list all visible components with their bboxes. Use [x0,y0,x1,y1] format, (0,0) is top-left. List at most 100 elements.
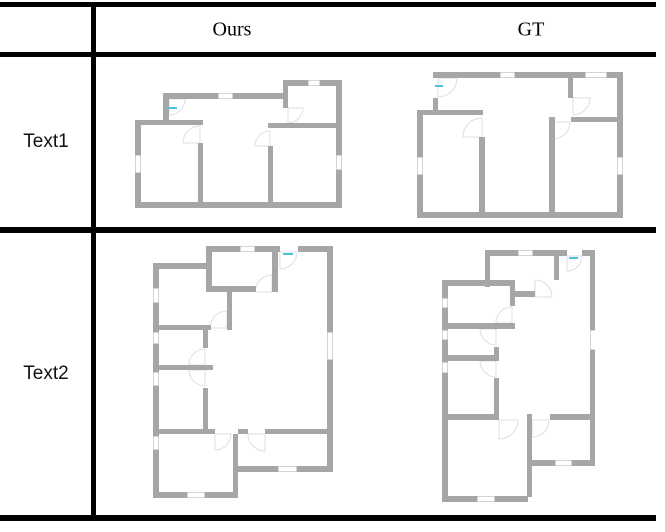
wall-segment [417,175,423,218]
door-swing-arc [214,433,232,451]
window-opening [589,330,595,351]
door-swing-arc [498,419,519,440]
wall-segment [203,388,208,429]
window-opening [442,330,448,341]
wall-segment [442,280,448,298]
window-opening [187,491,206,498]
wall-segment [442,373,448,497]
floorplan-text2-gt [442,250,595,502]
wall-segment [336,80,342,155]
floorplan-text1-ours [135,80,342,208]
door-swing-arc [566,255,583,272]
wall-segment [327,246,333,332]
window-opening [555,459,573,466]
wall-segment [528,460,555,466]
window-opening [442,298,448,309]
wall-segment [320,80,342,86]
window-opening [335,155,342,171]
wall-segment [442,308,448,330]
window-opening [326,332,333,361]
row-separator-rule [0,227,656,233]
wall-segment [135,202,342,208]
wall-segment [617,72,623,157]
door-swing-arc [552,121,571,140]
wall-segment [442,323,515,329]
wall-segment [135,120,203,125]
door-swing-arc [534,279,553,298]
wall-segment [485,250,518,256]
wall-segment [238,466,278,472]
row-label-text1: Text1 [23,131,69,152]
wall-segment [153,344,159,372]
door-swing-arc [188,369,206,387]
wall-segment [417,212,623,218]
wall-segment [153,386,159,436]
wall-segment [298,246,333,252]
door-swing-arc [479,360,497,378]
door-swing-arc [437,77,458,98]
wall-segment [163,93,218,99]
wall-segment [198,143,203,208]
wall-segment [227,292,232,330]
wall-segment [549,117,555,218]
wall-segment [433,98,438,115]
wall-segment [212,286,256,292]
wall-segment [272,286,278,292]
wall-segment [417,110,423,157]
wall-segment [495,496,528,502]
door-swing-arc [182,125,201,144]
row-label-text2: Text2 [23,363,69,384]
wall-segment [494,347,499,355]
wall-segment [233,434,238,498]
wall-segment [590,250,595,330]
wall-segment [336,170,342,208]
window-opening [584,72,607,78]
wall-segment [153,263,159,288]
wall-segment [283,80,288,108]
column-header-ours: Ours [212,18,252,41]
entry-door-mark-icon [435,85,443,87]
door-swing-arc [287,107,304,124]
wall-segment [135,120,141,155]
wall-segment [233,93,287,99]
wall-segment [153,450,159,498]
wall-segment [572,460,595,466]
wall-segment [442,496,477,502]
window-opening [153,332,159,345]
wall-segment [442,355,499,361]
door-swing-arc [279,251,298,270]
header-underline-rule [0,52,656,57]
window-opening [500,72,516,78]
window-opening [153,288,159,304]
door-swing-arc [209,310,228,329]
window-opening [518,250,534,256]
wall-segment [135,173,141,208]
window-opening [442,362,448,374]
column-header-gt: GT [517,18,545,41]
door-swing-arc [495,306,513,324]
label-column-rule [91,2,96,521]
wall-segment [153,325,211,330]
wall-segment [433,72,500,78]
wall-segment [153,303,159,332]
window-opening [307,80,320,86]
wall-segment [442,340,448,362]
wall-segment [255,246,280,252]
table-top-rule [0,2,656,7]
wall-segment [153,365,213,370]
wall-segment [582,250,595,256]
wall-segment [283,80,308,86]
door-swing-arc [188,348,206,366]
wall-segment [205,492,238,498]
wall-segment [479,137,485,218]
window-opening [153,435,159,450]
wall-segment [515,72,585,78]
window-opening [278,465,298,472]
wall-segment [568,72,573,98]
wall-segment [238,429,248,434]
wall-segment [442,280,515,286]
entry-door-mark-icon [569,257,578,259]
wall-segment [607,72,623,78]
window-opening [153,372,159,387]
wall-segment [327,360,333,472]
